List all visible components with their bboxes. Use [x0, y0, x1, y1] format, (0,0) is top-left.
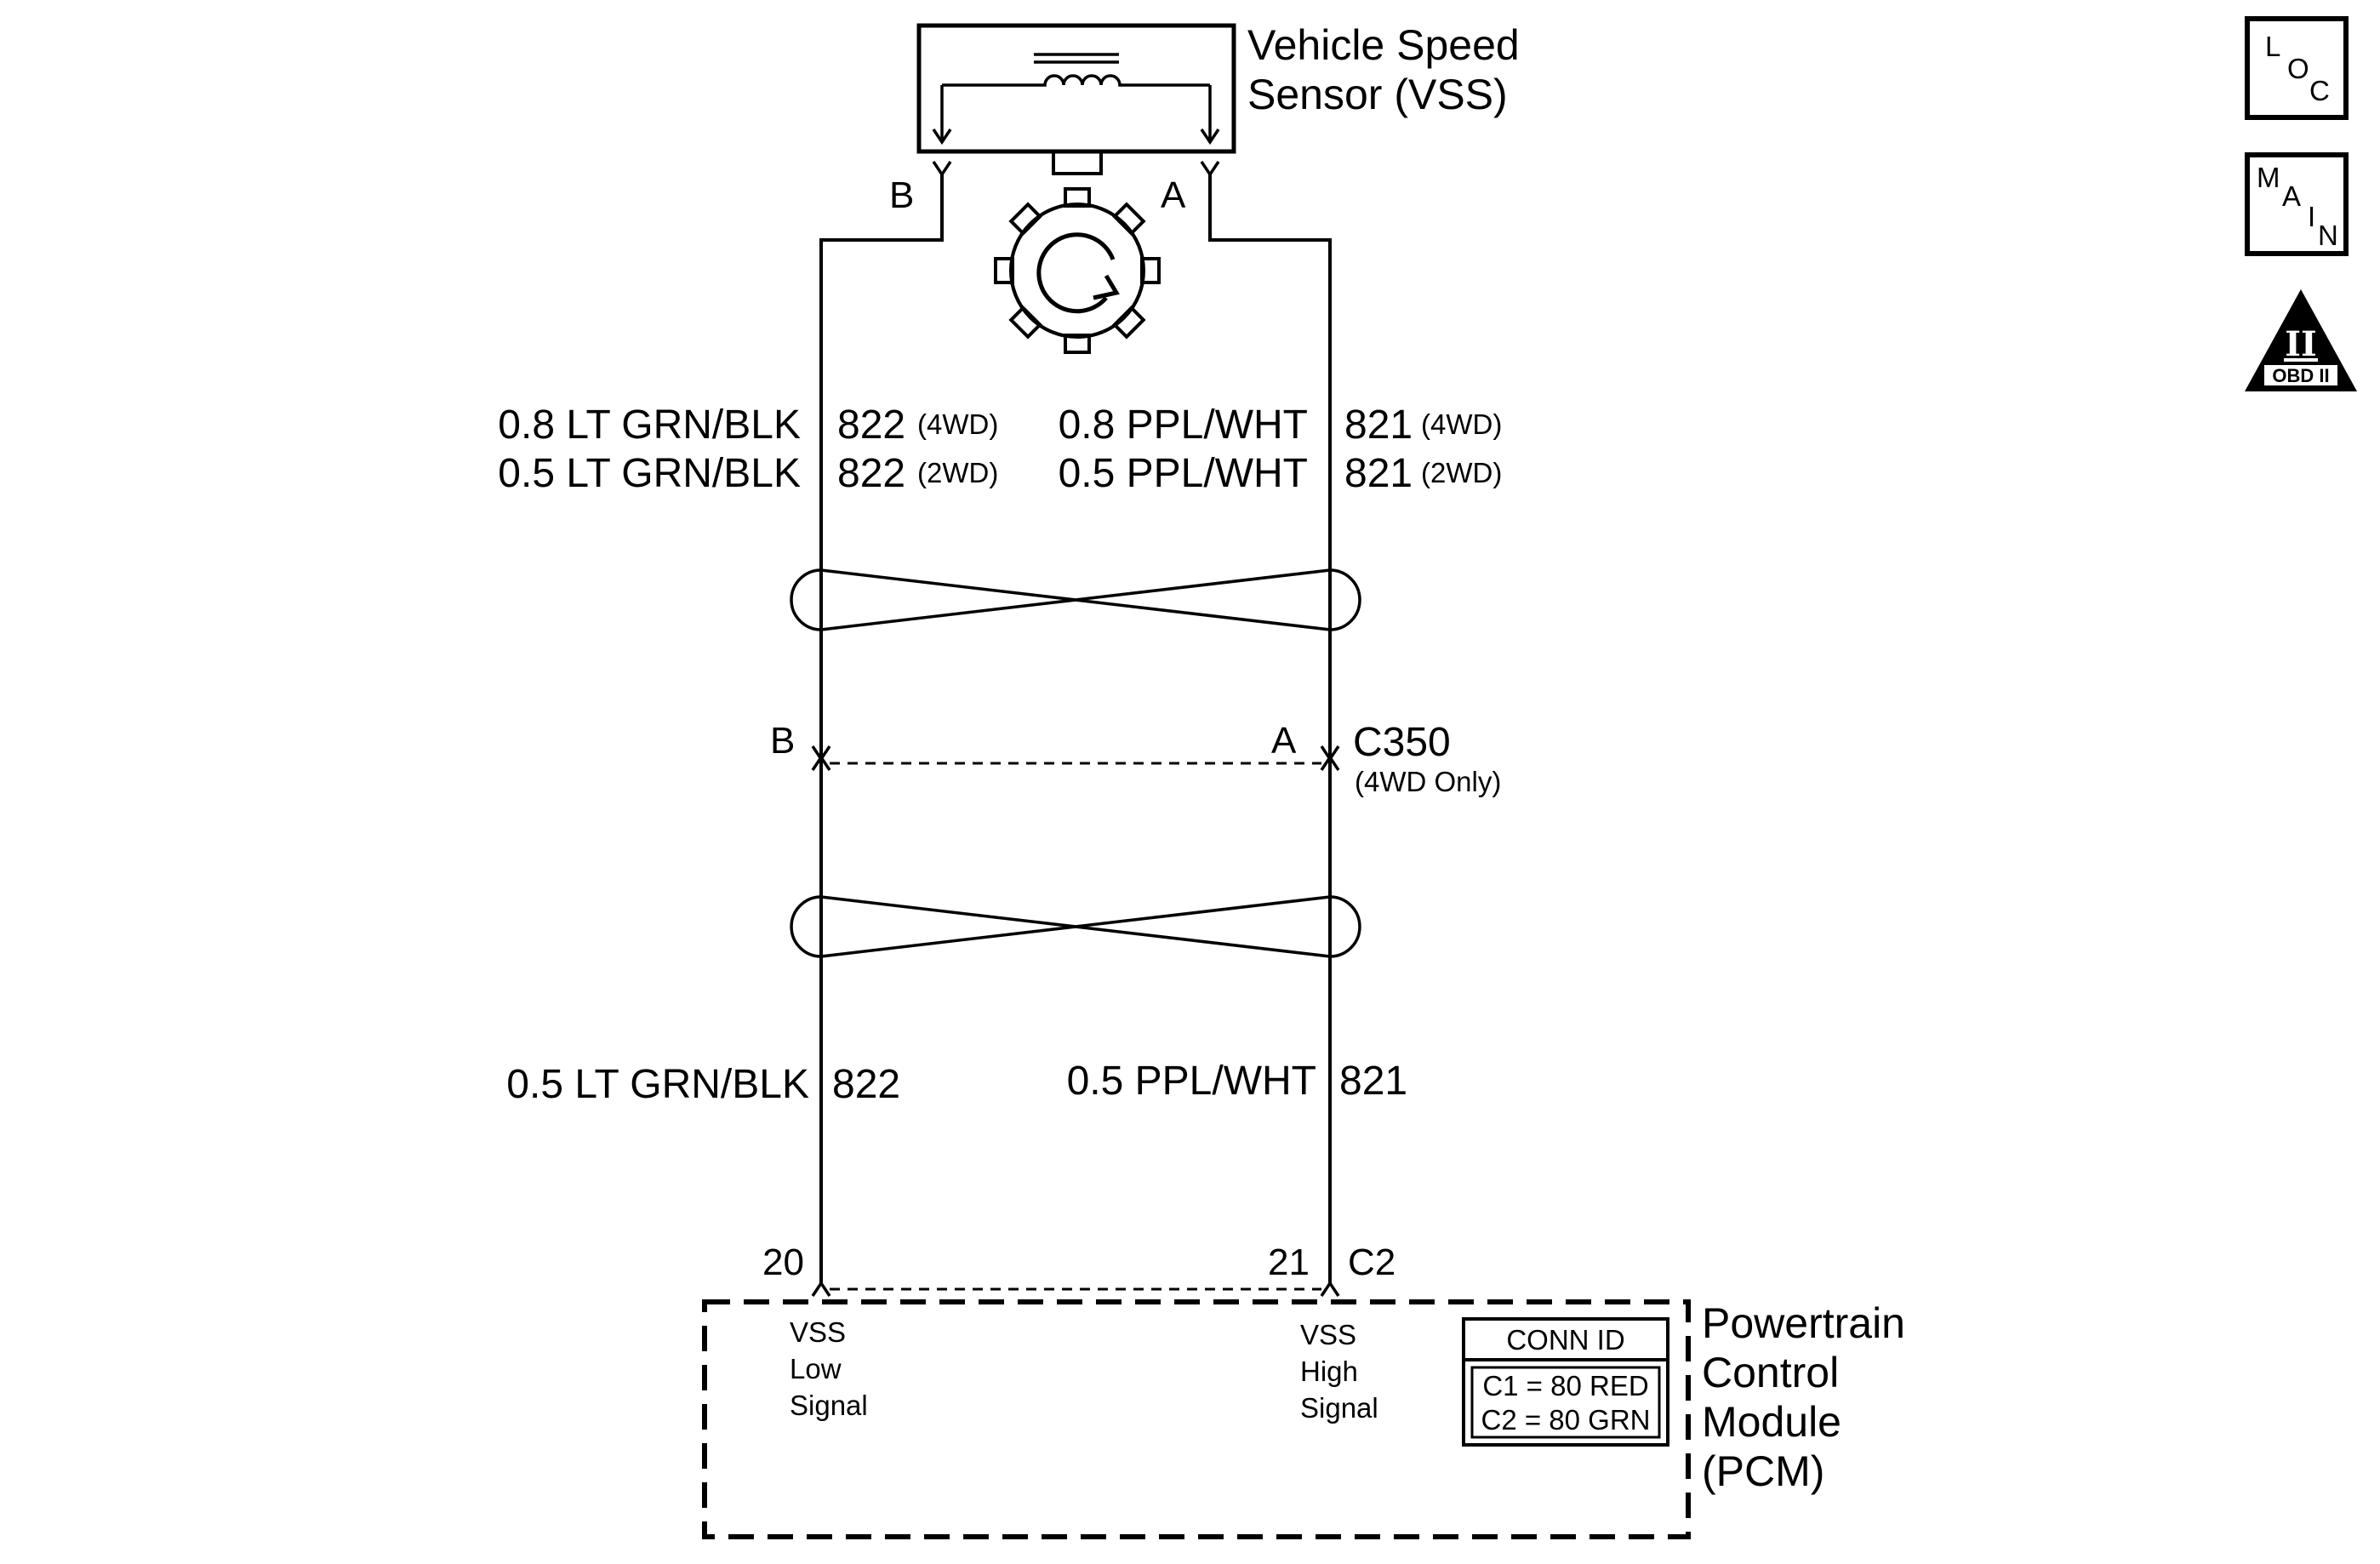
wires [819, 174, 1332, 1285]
pcm-connector-c2: C2 [1348, 1241, 1395, 1283]
wire-821-4wd-variant: (4WD) [1421, 408, 1502, 440]
conn-id-row-c1: C1 = 80 RED [1482, 1370, 1648, 1401]
svg-text:M: M [2257, 162, 2280, 193]
rotation-arrow-icon [1093, 274, 1120, 300]
pcm-title-1: Powertrain [1702, 1299, 1905, 1347]
vss-pin-b: B [889, 174, 914, 216]
c350-pin-b: B [770, 720, 795, 762]
svg-text:O: O [2287, 53, 2309, 84]
wire-822-2wd-color: 0.5 LT GRN/BLK [498, 451, 801, 496]
pcm-pin-21: 21 [1268, 1241, 1310, 1283]
pcm-title-4: (PCM) [1702, 1447, 1824, 1495]
wire-822-lower-circuit: 822 [832, 1062, 900, 1107]
svg-text:OBD II: OBD II [2272, 365, 2329, 386]
wire-822-4wd-variant: (4WD) [917, 408, 998, 440]
svg-text:N: N [2318, 220, 2338, 251]
pcm-signal-low-1: VSS [790, 1316, 846, 1348]
wire-821 [1208, 174, 1332, 1285]
conn-id-table: CONN ID C1 = 80 RED C2 = 80 GRN [1462, 1317, 1669, 1447]
wire-822-2wd-variant: (2WD) [917, 457, 998, 488]
reluctor-wheel-icon [994, 187, 1161, 354]
vss-title-line2: Sensor (VSS) [1247, 71, 1508, 118]
vss-pin-a: A [1161, 174, 1186, 216]
vss-sensor: Vehicle Speed Sensor (VSS) B A [889, 21, 1520, 354]
wire-822-4wd-circuit: 822 [837, 402, 905, 448]
vss-title-line1: Vehicle Speed [1247, 21, 1520, 69]
vss-terminal-b [932, 161, 952, 178]
c350-terminal-a-bottom [1320, 754, 1340, 771]
wire-821-4wd-color: 0.8 PPL/WHT [1059, 402, 1308, 448]
svg-text:I: I [2308, 201, 2315, 232]
wire-822-4wd-color: 0.8 LT GRN/BLK [498, 402, 801, 448]
pcm-signal-high-1: VSS [1300, 1319, 1356, 1350]
pcm-signal-low-3: Signal [790, 1390, 868, 1421]
svg-text:II: II [2285, 324, 2316, 364]
twisted-pair-upper [790, 568, 1361, 631]
vss-terminal-a [1200, 161, 1220, 178]
svg-text:L: L [2265, 31, 2280, 62]
c350-name: C350 [1353, 720, 1451, 765]
loc-icon[interactable]: L O C [2245, 16, 2349, 120]
vss-housing [916, 23, 1236, 154]
pcm-signal-high-3: Signal [1300, 1392, 1378, 1424]
pcm-terminal-20 [811, 1280, 831, 1297]
twisted-pair-lower [790, 895, 1361, 958]
conn-id-header: CONN ID [1506, 1324, 1624, 1356]
connector-c350: B A C350 (4WD Only) [770, 720, 1501, 797]
c350-terminal-b-bottom [811, 754, 831, 771]
pcm-title-2: Control [1702, 1349, 1839, 1396]
upper-wire-labels: 0.8 LT GRN/BLK 822 (4WD) 0.5 LT GRN/BLK … [498, 402, 1502, 496]
wire-822-2wd-circuit: 822 [837, 451, 905, 496]
c350-pin-a: A [1271, 720, 1297, 762]
wire-821-lower-circuit: 821 [1339, 1059, 1407, 1104]
main-icon[interactable]: M A I N [2245, 152, 2349, 256]
pcm: 20 21 C2 VSS Low Signal VSS High Signal … [702, 1241, 1905, 1539]
coil-icon [932, 53, 1220, 146]
pcm-title-3: Module [1702, 1398, 1841, 1446]
wire-821-2wd-circuit: 821 [1344, 451, 1413, 496]
wire-821-4wd-circuit: 821 [1344, 402, 1413, 448]
wire-822 [819, 174, 944, 1285]
wire-821-2wd-color: 0.5 PPL/WHT [1059, 451, 1308, 496]
pcm-pin-20: 20 [762, 1241, 804, 1283]
lower-wire-labels: 0.5 LT GRN/BLK 822 0.5 PPL/WHT 821 [506, 1059, 1407, 1107]
wire-821-lower-color: 0.5 PPL/WHT [1067, 1059, 1316, 1104]
c350-note: (4WD Only) [1355, 766, 1501, 797]
svg-text:A: A [2282, 180, 2301, 212]
obd-ii-icon[interactable]: II OBD II [2245, 289, 2357, 391]
wire-821-2wd-variant: (2WD) [1421, 457, 1502, 488]
svg-text:C: C [2309, 75, 2330, 106]
wire-822-lower-color: 0.5 LT GRN/BLK [506, 1062, 809, 1107]
sensor-tip [1052, 150, 1103, 175]
pcm-signal-high-2: High [1300, 1356, 1358, 1387]
pcm-terminal-21 [1320, 1280, 1340, 1297]
pcm-signal-low-2: Low [790, 1353, 842, 1384]
conn-id-row-c2: C2 = 80 GRN [1481, 1404, 1651, 1436]
pcm-housing [702, 1299, 1691, 1539]
